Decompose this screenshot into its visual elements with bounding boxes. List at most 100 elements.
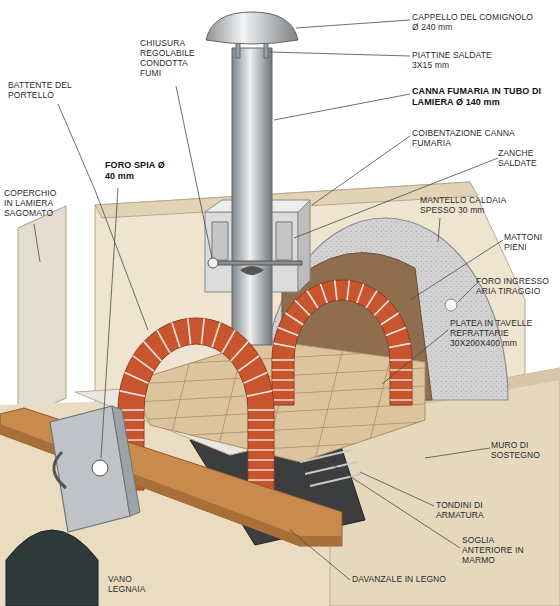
leader-line — [360, 472, 434, 506]
mortar-joint — [295, 301, 310, 316]
mortar-joint — [390, 369, 412, 370]
mortar-joint — [231, 342, 248, 361]
wooden-sill-face — [0, 424, 342, 546]
part-label: MANTELLO CALDAIA SPESSO 30 mm — [420, 195, 532, 215]
mortar-joint — [172, 323, 180, 348]
mortar-joint — [157, 330, 170, 353]
mortar-joint — [248, 449, 274, 450]
mortar-joint — [278, 327, 298, 335]
damper-rod — [214, 261, 302, 265]
part-label: ZANCHE SALDATE — [498, 148, 556, 168]
part-label: BATTENTE DEL PORTELLO — [8, 80, 88, 100]
part-label: SOGLIA ANTERIORE IN MARMO — [462, 535, 532, 565]
leader-line — [425, 448, 490, 458]
part-label: CHIUSURA REGOLABILE CONDOTTA FUMI — [140, 38, 202, 78]
part-label: FORO INGRESSO ARIA TIRAGGIO — [476, 276, 556, 296]
mortar-joint — [248, 409, 274, 411]
mortar-joint — [390, 389, 412, 390]
part-label: TONDINI DI ARMATURA — [436, 500, 506, 520]
mortar-joint — [248, 419, 274, 420]
tile-joint — [410, 320, 450, 480]
leader-line — [458, 284, 476, 302]
mortar-joint — [144, 342, 161, 361]
leader-line — [296, 20, 410, 28]
bracket — [276, 222, 292, 260]
mortar-joint — [201, 319, 204, 345]
part-label: FORO SPIA Ø 40 mm — [105, 160, 165, 181]
damper-knob — [208, 258, 218, 268]
chimney-cap — [206, 12, 298, 44]
mortar-joint — [274, 343, 296, 347]
woodstore-opening — [6, 530, 98, 606]
air-hole — [445, 299, 457, 311]
part-label: VANO LEGNAIA — [108, 574, 158, 594]
part-label: DAVANZALE IN LEGNO — [352, 574, 462, 584]
mortar-joint — [374, 301, 389, 316]
leader-line — [176, 86, 212, 258]
door-flange — [112, 406, 140, 516]
part-label: CANNA FUMARIA IN TUBO DI LAMIERA Ø 140 m… — [412, 86, 544, 107]
mortar-joint — [248, 479, 274, 480]
leader-line — [438, 218, 440, 242]
mortar-joint — [247, 391, 272, 396]
mortar-joint — [248, 439, 274, 440]
part-label: MURO DI SOSTEGNO — [491, 440, 556, 460]
tile-joint — [100, 420, 460, 440]
bracket — [212, 222, 228, 260]
damper-slot — [240, 266, 264, 275]
mortar-joint — [244, 373, 268, 384]
flue-pipe — [232, 48, 272, 345]
mortar-joint — [272, 379, 294, 380]
spy-hole — [92, 460, 108, 476]
leader-line — [101, 188, 118, 458]
mortar-joint — [248, 469, 274, 470]
mortar-joint — [120, 391, 145, 396]
brick-ring — [272, 280, 412, 405]
mortar-joint — [272, 359, 294, 361]
part-label: PLATEA IN TAVELLE REFRATTARIE 30X200X400… — [450, 318, 556, 348]
leader-line — [58, 104, 148, 330]
mortar-joint — [238, 356, 259, 371]
mortar-joint — [272, 369, 294, 370]
part-label: CAPPELLO DEL COMIGNOLO Ø 240 mm — [412, 12, 542, 32]
leader-line — [270, 52, 410, 56]
mortar-joint — [381, 313, 399, 325]
mortar-joint — [347, 280, 349, 300]
part-label: COPERCHIO IN LAMIERA SAGOMATO — [4, 188, 64, 218]
rebar — [300, 450, 362, 486]
leader-line — [290, 530, 350, 580]
mortar-joint — [125, 373, 149, 384]
leader-line — [34, 224, 40, 262]
mortar-joint — [272, 399, 294, 400]
mortar-joint — [390, 379, 412, 380]
mortar-joint — [222, 330, 235, 353]
mortar-joint — [357, 284, 364, 303]
left-slab — [18, 206, 66, 420]
leader-line — [382, 330, 448, 384]
part-label: COIBENTAZIONE CANNA FUMARIA — [412, 128, 524, 148]
mortar-joint — [212, 323, 220, 348]
mortar-joint — [133, 356, 154, 371]
mortar-joint — [307, 291, 318, 308]
mortar-joint — [320, 284, 327, 303]
mortar-joint — [285, 313, 303, 325]
mortar-joint — [272, 389, 294, 390]
mortar-joint — [390, 399, 412, 400]
mortar-joint — [366, 291, 377, 308]
door-handle — [54, 452, 66, 488]
insulation-side — [298, 200, 310, 292]
leader-line — [312, 136, 410, 205]
leader-line — [274, 94, 410, 120]
mortar-joint — [386, 327, 406, 335]
mortar-joint — [248, 429, 274, 430]
mortar-joint — [188, 319, 191, 345]
mortar-joint — [248, 459, 274, 460]
mortar-joint — [390, 359, 412, 361]
part-label: MATTONI PIENI — [504, 232, 556, 252]
rear-brick-arch — [272, 280, 412, 405]
mortar-joint — [389, 343, 411, 347]
mortar-joint — [335, 280, 337, 300]
part-label: PIATTINE SALDATE 3X15 mm — [412, 50, 512, 70]
